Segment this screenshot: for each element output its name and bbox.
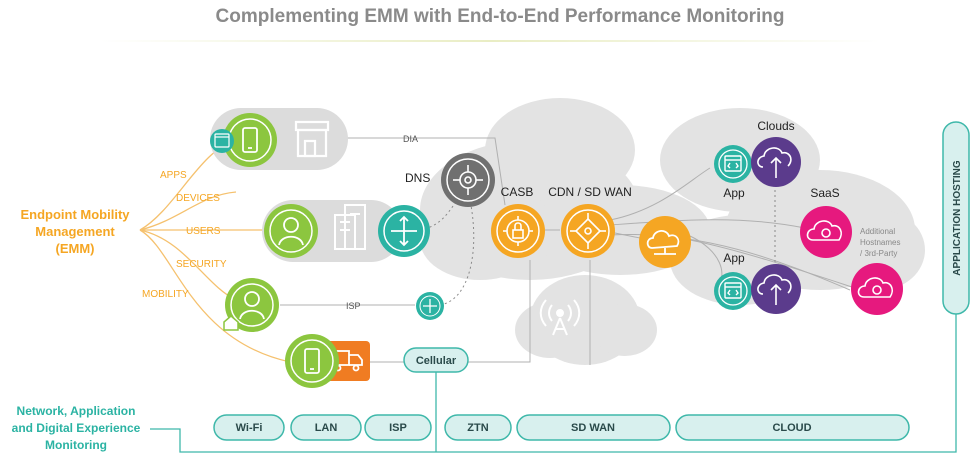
isp-router-node[interactable]: [416, 292, 444, 320]
router-node[interactable]: [378, 205, 430, 257]
additional-line1: Additional: [860, 227, 895, 236]
dns-node[interactable]: [441, 153, 495, 207]
dns-icon: [453, 165, 483, 195]
pill-wifi[interactable]: [213, 414, 285, 441]
monitoring-label: Network, Application and Digital Experie…: [12, 404, 141, 452]
monitoring-line1: Network, Application: [17, 404, 136, 418]
pill-lan[interactable]: [290, 414, 362, 441]
emm-label-line2: Management: [35, 224, 115, 239]
title-underline: [100, 40, 880, 42]
cellular-pill[interactable]: [403, 347, 469, 373]
cloud-icon: [646, 230, 680, 255]
emm-label: Endpoint Mobility Management (EMM): [20, 207, 130, 256]
user-node[interactable]: [264, 204, 318, 258]
additional-line2: Hostnames: [860, 238, 900, 247]
casb-node[interactable]: [491, 204, 545, 258]
branch-apps: APPS: [160, 170, 187, 181]
cloud-gear-icon: [806, 220, 842, 241]
cdn-sdwan-label: CDN / SD WAN: [548, 185, 632, 199]
store-icon: [294, 120, 330, 158]
app-node-top[interactable]: [714, 145, 752, 183]
browser-code-icon: [724, 155, 742, 172]
phone-icon: [304, 348, 320, 374]
pill-isp-label: ISP: [389, 422, 407, 434]
dns-label: DNS: [405, 171, 430, 185]
cellular-cloud: [515, 275, 657, 365]
connection-lines: [280, 137, 856, 365]
saas-node[interactable]: [800, 206, 852, 258]
router-icon: [423, 299, 437, 313]
cloud-upload-icon: [757, 147, 792, 178]
cell-tower-icon: [539, 299, 581, 336]
network-icon: [570, 213, 606, 249]
pill-ztn[interactable]: [444, 414, 512, 441]
phone-icon: [242, 127, 258, 153]
monitoring-lines: [150, 314, 957, 453]
cdn-sdwan-node[interactable]: [561, 204, 615, 258]
additional-line3: / 3rd-Party: [860, 249, 897, 258]
pill-sdwan[interactable]: [516, 414, 671, 441]
person-icon: [239, 291, 265, 320]
pill-cloud[interactable]: [675, 414, 910, 441]
pill-ztn-label: ZTN: [467, 422, 488, 434]
home-icon: [223, 315, 239, 331]
app-bottom-label: App: [723, 251, 745, 265]
emm-label-line1: Endpoint Mobility: [20, 207, 130, 222]
page-title: Complementing EMM with End-to-End Perfor…: [216, 6, 785, 27]
emm-label-line3: (EMM): [56, 241, 95, 256]
third-party-node[interactable]: [851, 263, 903, 315]
home-user-node[interactable]: [225, 278, 279, 332]
clouds-label: Clouds: [757, 119, 794, 133]
main-cloud: [420, 98, 925, 305]
cloud-node-top[interactable]: [751, 137, 801, 187]
emm-branch-labels: APPS DEVICES USERS SECURITY MOBILITY: [142, 170, 227, 300]
router-icon: [391, 215, 417, 247]
phone-node-bottom[interactable]: [285, 334, 339, 388]
cloud-node-bottom[interactable]: [751, 264, 801, 314]
cellular-label: Cellular: [416, 355, 457, 367]
app-hosting-label: APPLICATION HOSTING: [952, 160, 963, 276]
branch-users: USERS: [186, 226, 221, 237]
pill-sdwan-label: SD WAN: [571, 422, 615, 434]
lock-icon: [503, 216, 533, 246]
saas-label: SaaS: [810, 186, 839, 200]
cloud-gear-icon: [857, 277, 893, 298]
dia-label: DIA: [403, 134, 418, 144]
cloud-node[interactable]: [639, 216, 691, 268]
pill-cloud-label: CLOUD: [772, 422, 811, 434]
person-icon: [278, 217, 304, 246]
app-top-label: App: [723, 186, 745, 200]
browser-code-icon: [214, 133, 230, 148]
branch-devices: DEVICES: [176, 193, 220, 204]
pill-isp[interactable]: [364, 414, 432, 441]
monitoring-line3: Monitoring: [45, 438, 107, 452]
cloud-upload-icon: [757, 274, 792, 305]
branch-mobility: MOBILITY: [142, 289, 189, 300]
browser-code-icon: [724, 282, 742, 299]
pill-wifi-label: Wi-Fi: [236, 422, 263, 434]
casb-label: CASB: [501, 185, 534, 199]
monitoring-line2: and Digital Experience: [12, 421, 141, 435]
branch-security: SECURITY: [176, 259, 227, 270]
isp-link-label: ISP: [346, 301, 361, 311]
building-icon: [334, 204, 366, 250]
pill-lan-label: LAN: [315, 422, 338, 434]
app-badge[interactable]: [210, 129, 234, 153]
app-node-bottom[interactable]: [714, 272, 752, 310]
